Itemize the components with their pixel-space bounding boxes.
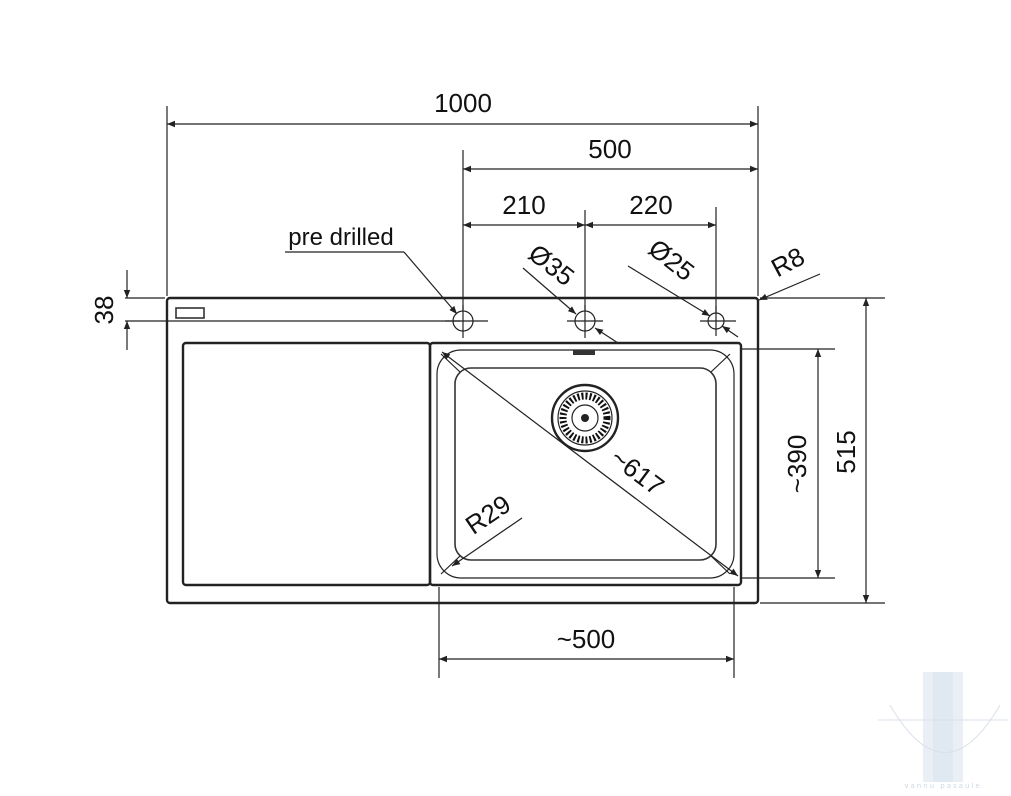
overflow-slot <box>175 307 205 319</box>
callout-label: pre drilled <box>288 224 393 251</box>
bowl-basin <box>454 367 717 561</box>
r29-leader: R29 <box>451 489 523 567</box>
dimension-label: 500 <box>588 134 631 164</box>
bowl-corner-line <box>710 353 731 373</box>
callout-label: Ø25 <box>643 233 700 287</box>
callout-label: Ø35 <box>523 238 580 292</box>
watermark-logo: vannu pasaule <box>878 672 1008 790</box>
dimension-label: ~500 <box>557 624 616 654</box>
pre-drilled-leader: pre drilled <box>285 224 458 315</box>
dimension-label: 210 <box>502 190 545 220</box>
drain-hub <box>581 414 589 422</box>
dimension-38: 38 <box>89 270 460 350</box>
dimension-label: 1000 <box>434 88 492 118</box>
dimension-label: 38 <box>89 296 119 325</box>
callout-label: R8 <box>766 241 809 283</box>
r8-leader: R8 <box>758 241 821 301</box>
watermark-arc <box>889 704 1001 753</box>
dimension-label: ~617 <box>605 442 670 501</box>
dimension-500-top: 500 <box>462 134 758 310</box>
bowl-corner-line <box>710 555 731 575</box>
dimension-label: ~390 <box>782 435 812 494</box>
dimension-500-bottom: ~500 <box>438 587 735 678</box>
dimension-515: 515 <box>760 297 885 604</box>
tap-holes <box>445 305 736 338</box>
dimension-1000: 1000 <box>166 88 759 296</box>
watermark-text: vannu pasaule <box>904 782 981 790</box>
drain-strainer <box>550 383 620 453</box>
dimension-210-220: 210 220 <box>463 190 717 312</box>
dimension-label: 515 <box>831 430 861 473</box>
bowl-outer-rim <box>428 341 743 587</box>
dimension-390: ~390 <box>742 348 835 579</box>
drainboard <box>181 341 432 587</box>
hole-35-leader: Ø35 <box>522 238 619 344</box>
overflow-outlet <box>573 350 595 355</box>
sink-outline <box>165 296 760 605</box>
watermark-bar <box>933 672 953 782</box>
dimension-label: 220 <box>629 190 672 220</box>
callout-label: R29 <box>460 489 516 541</box>
bowl-corner-line <box>440 555 461 575</box>
